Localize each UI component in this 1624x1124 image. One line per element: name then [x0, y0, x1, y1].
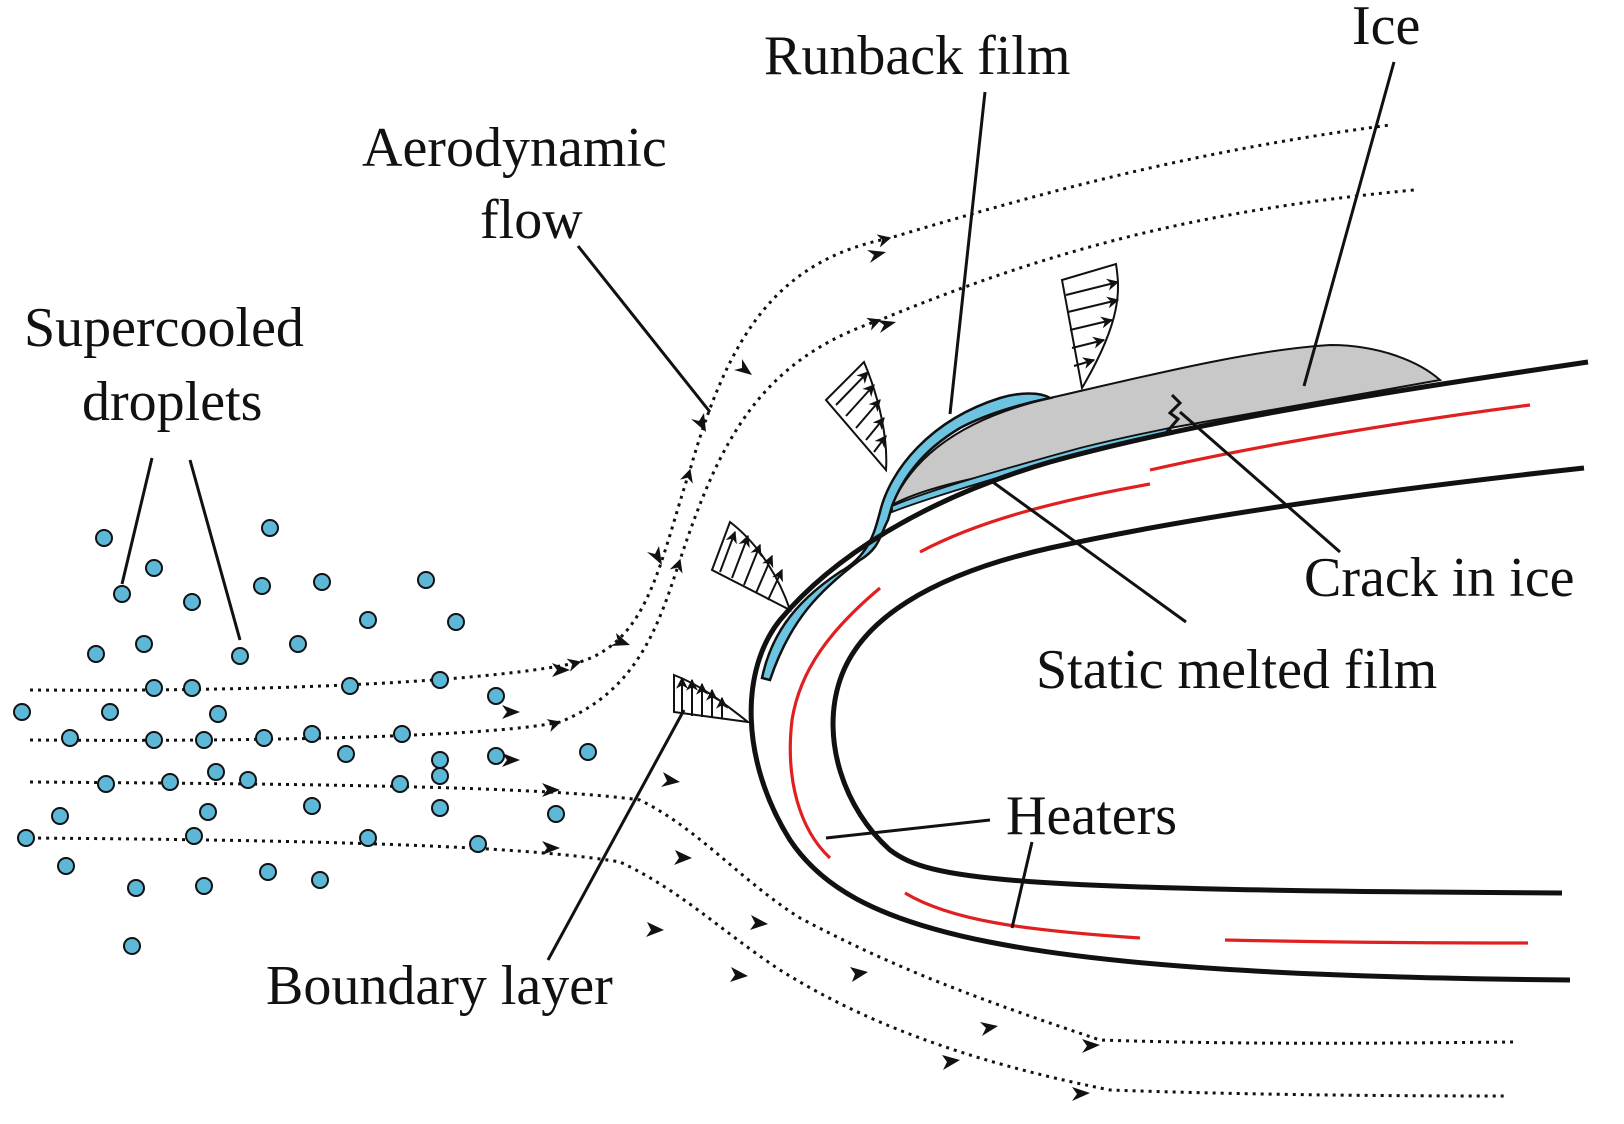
droplet [431, 799, 449, 817]
droplet [61, 729, 79, 747]
leader-aerodynamic-flow [576, 245, 712, 413]
leader-boundary-layer [546, 709, 686, 961]
droplet [17, 829, 35, 847]
droplet [311, 871, 329, 889]
leader-droplets-2 [188, 459, 242, 641]
label-aerodynamic-flow-2: flow [480, 189, 583, 251]
droplet [135, 635, 153, 653]
droplet [145, 679, 163, 697]
droplet [337, 745, 355, 763]
droplet [183, 679, 201, 697]
droplet [101, 703, 119, 721]
label-supercooled-2: droplets [82, 371, 262, 433]
droplet [341, 677, 359, 695]
droplet [547, 805, 565, 823]
velocity-profile-2 [710, 520, 792, 613]
droplet [359, 829, 377, 847]
label-heaters: Heaters [1006, 785, 1177, 847]
label-ice: Ice [1352, 0, 1420, 57]
droplet [313, 573, 331, 591]
droplet [253, 577, 271, 595]
droplet [431, 751, 449, 769]
droplet [207, 763, 225, 781]
droplet [255, 729, 273, 747]
droplet [447, 613, 465, 631]
droplet [579, 743, 597, 761]
leader-lines [120, 61, 1396, 961]
droplet [431, 671, 449, 689]
leader-heaters-2 [1010, 841, 1034, 929]
supercooled-droplets [13, 519, 597, 955]
label-static-melted-film: Static melted film [1036, 639, 1437, 701]
droplet [469, 835, 487, 853]
droplet [97, 775, 115, 793]
droplet [391, 775, 409, 793]
leader-heaters-1 [825, 818, 991, 840]
droplet [417, 571, 435, 589]
droplet [145, 731, 163, 749]
leader-runback-film [948, 91, 987, 415]
droplet [185, 827, 203, 845]
label-supercooled-1: Supercooled [24, 297, 304, 359]
droplet [431, 767, 449, 785]
label-crack-in-ice: Crack in ice [1304, 547, 1575, 609]
droplet [127, 879, 145, 897]
streamline-2 [29, 188, 1415, 742]
label-boundary-layer: Boundary layer [266, 955, 613, 1017]
droplet [303, 797, 321, 815]
droplet [123, 937, 141, 955]
label-aerodynamic-flow-1: Aerodynamic [362, 117, 667, 179]
velocity-profile-4 [1060, 262, 1120, 391]
droplet [289, 635, 307, 653]
leader-crack [1179, 410, 1341, 554]
droplet [303, 725, 321, 743]
streamlines [29, 123, 1515, 1098]
droplet [359, 611, 377, 629]
droplet [393, 725, 411, 743]
droplet [183, 593, 201, 611]
droplet [145, 559, 163, 577]
droplet [239, 771, 257, 789]
leader-static-film [989, 478, 1187, 624]
droplet [195, 877, 213, 895]
streamline-3 [29, 780, 1515, 1045]
droplet [195, 731, 213, 749]
droplet [161, 773, 179, 791]
droplet [199, 803, 217, 821]
droplet [57, 857, 75, 875]
droplet [51, 807, 69, 825]
droplet [259, 863, 277, 881]
droplet [261, 519, 279, 537]
droplet [231, 647, 249, 665]
label-runback-film: Runback film [764, 25, 1070, 87]
streamline-arrows [502, 250, 1100, 1101]
velocity-profile-1 [673, 673, 752, 724]
droplet [487, 747, 505, 765]
leader-droplets-1 [120, 457, 154, 585]
droplet [487, 687, 505, 705]
leader-ice [1302, 61, 1396, 387]
droplet [209, 705, 227, 723]
droplet [113, 585, 131, 603]
droplet [13, 703, 31, 721]
velocity-profile-3 [824, 360, 888, 473]
crack-mark [1164, 393, 1183, 434]
streamline-4 [29, 836, 1507, 1098]
droplet [87, 645, 105, 663]
droplet [95, 529, 113, 547]
